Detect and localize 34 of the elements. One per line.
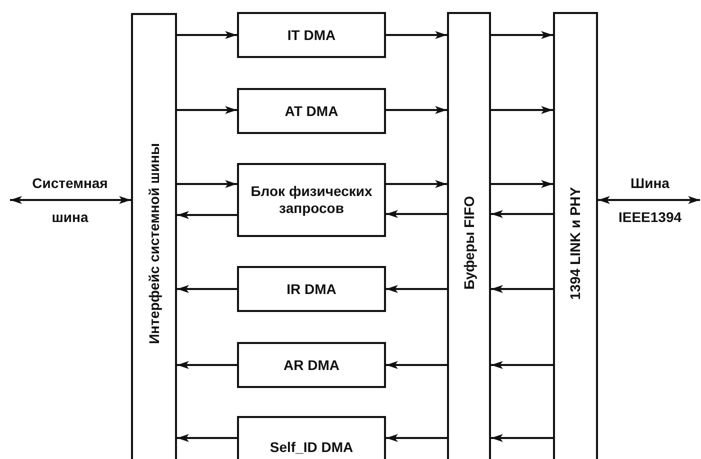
arrow [177, 180, 237, 188]
process-box: AR DMA [237, 342, 386, 388]
arrow [386, 434, 447, 442]
arrow [386, 285, 447, 293]
process-box: Self_ID DMA [237, 416, 386, 459]
process-box: IR DMA [237, 266, 386, 312]
arrow [491, 106, 553, 114]
edge-label: Системная шина [31, 174, 109, 227]
arrow [177, 106, 237, 114]
arrow [386, 106, 447, 114]
arrow [386, 210, 447, 218]
arrow [177, 361, 237, 369]
process-box: AT DMA [237, 88, 386, 134]
arrow [177, 211, 237, 219]
edge-label: Шина IEEE1394 [617, 174, 683, 227]
arrow [177, 31, 237, 39]
arrow [598, 196, 700, 204]
arrow [386, 180, 447, 188]
arrow [491, 210, 553, 218]
arrow [491, 434, 553, 442]
arrow [491, 180, 553, 188]
arrow [491, 285, 553, 293]
arrow [177, 434, 237, 442]
arrow [386, 361, 447, 369]
interface-block: Интерфейс системной шины [131, 13, 177, 459]
arrow [177, 285, 237, 293]
arrow [386, 31, 447, 39]
arrow [10, 196, 131, 204]
process-box: IT DMA [237, 12, 386, 58]
arrow [491, 361, 553, 369]
arrow [491, 31, 553, 39]
module-block: Буферы FIFO [447, 12, 491, 459]
process-box: Блок физических запросов [237, 163, 386, 237]
module-block: 1394 LINK и PHY [553, 12, 598, 459]
